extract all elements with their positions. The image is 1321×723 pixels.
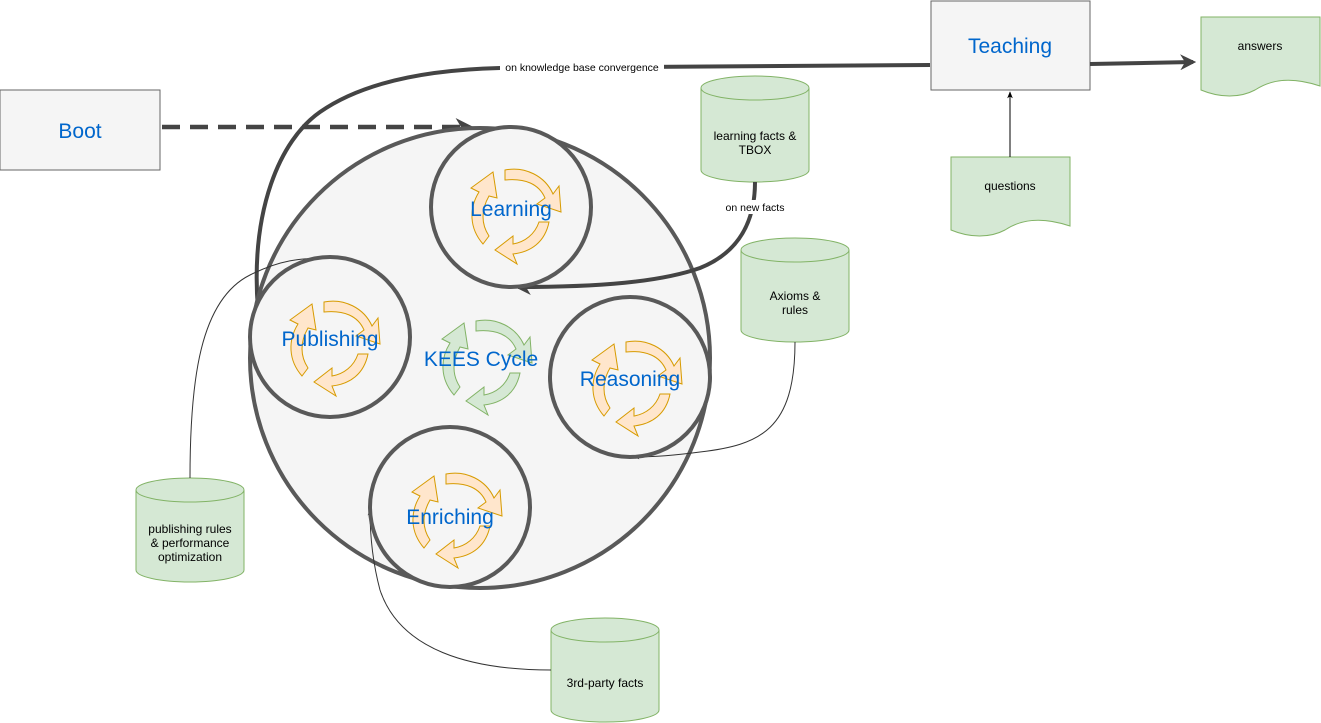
publishing-rules-line1: publishing rules [148,522,231,536]
new-facts-edge[interactable] [514,181,757,295]
axioms-to-reasoning-edge[interactable] [633,341,796,460]
publishing-rules-line3: optimization [158,550,222,564]
enriching-label: Enriching [406,506,494,529]
enriching-node[interactable]: Enriching [368,425,532,589]
convergence-edge[interactable] [254,63,931,311]
publishing-node[interactable]: Publishing [248,255,412,419]
learning-facts-line2: TBOX [739,143,772,157]
publishing-rules-to-publishing-edge[interactable] [189,255,329,479]
teaching-label: Teaching [968,35,1052,58]
boot-node[interactable]: Boot [0,89,161,171]
convergence-label-bg [500,60,664,74]
reasoning-node[interactable]: Reasoning [548,295,712,459]
answers-label: answers [1238,39,1283,53]
learning-label: Learning [470,198,552,221]
publishing-rules-database[interactable]: publishing rules & performance optimizat… [135,477,245,583]
axioms-rules-database[interactable]: Axioms & rules [740,237,850,343]
new-facts-label-bg [722,200,788,214]
axioms-line2: rules [782,303,808,317]
questions-label: questions [984,179,1035,193]
teaching-to-answers-edge[interactable] [1089,54,1197,71]
axioms-line1: Axioms & [770,289,821,303]
publishing-label: Publishing [282,328,379,351]
reasoning-label: Reasoning [580,368,680,391]
learning-facts-line1: learning facts & [714,129,797,143]
new-facts-edge-label: on new facts [726,202,785,214]
third-party-facts-database[interactable]: 3rd-party facts [550,617,660,723]
boot-label: Boot [58,120,101,143]
learning-facts-database[interactable]: learning facts & TBOX [700,75,810,183]
answers-document[interactable]: answers [1200,16,1321,97]
kees-cycle-circle[interactable] [248,126,712,590]
third-party-line1: 3rd-party facts [567,676,644,690]
learning-node[interactable]: Learning [429,125,593,289]
kees-cycle-label: KEES Cycle [424,348,538,371]
publishing-rules-line2: & performance [151,536,230,550]
third-party-to-enriching-edge[interactable] [367,509,552,671]
convergence-edge-label: on knowledge base convergence [505,62,659,74]
questions-document[interactable]: questions [950,156,1071,237]
teaching-node[interactable]: Teaching [930,0,1091,91]
